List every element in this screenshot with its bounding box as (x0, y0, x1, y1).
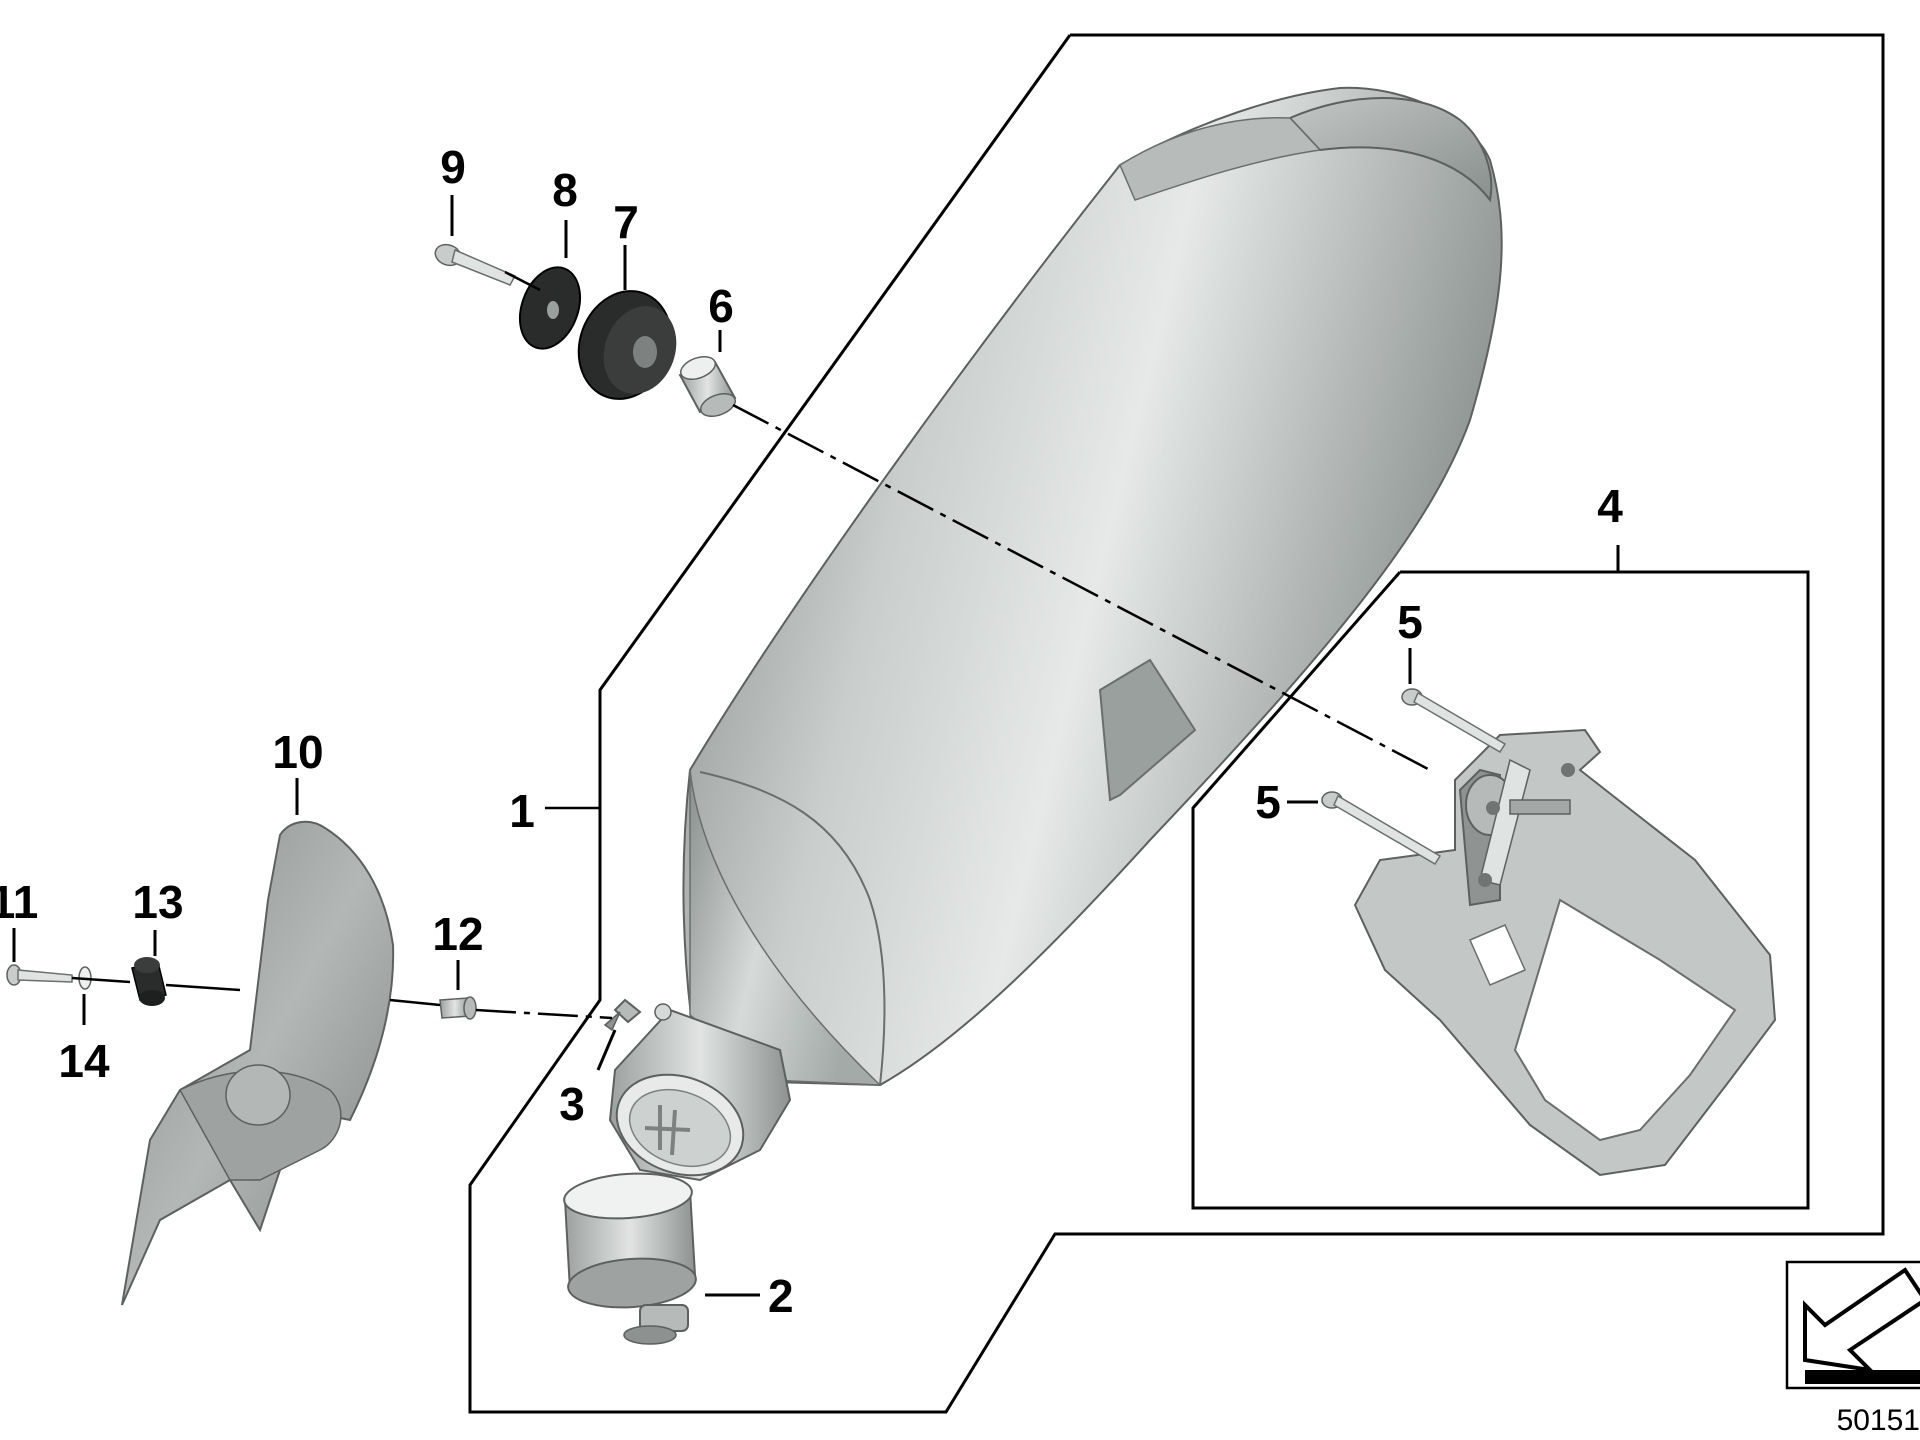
group-frame-4 (1191, 570, 1810, 1210)
callout-5b: 5 (1255, 776, 1281, 828)
callout-5a: 5 (1397, 596, 1423, 648)
group-frame-1 (468, 33, 1885, 1414)
callout-11: 11 (0, 876, 38, 928)
callout-8: 8 (552, 164, 578, 216)
callout-9: 9 (440, 141, 466, 193)
screw-icon (1287, 648, 1507, 866)
heat-shield-icon (121, 778, 395, 1306)
callout-14: 14 (58, 1035, 110, 1087)
diagram-reference-number: 50151 (1837, 1404, 1920, 1437)
callout-1: 1 (509, 785, 535, 837)
callout-labels: 1 2 3 4 5 5 6 7 8 9 10 11 12 13 14 (0, 141, 1623, 1322)
bolt-icon (434, 195, 517, 286)
spacer-icon (439, 960, 477, 1020)
bushing-icon (678, 330, 737, 417)
rubber-mount-icon (577, 245, 677, 400)
callout-12: 12 (432, 908, 483, 960)
muffler-icon (608, 86, 1503, 1182)
callout-7: 7 (613, 196, 639, 248)
callout-3: 3 (559, 1078, 585, 1130)
callout-4: 4 (1597, 480, 1623, 532)
clamp-icon (563, 1172, 760, 1345)
screw-icon (6, 928, 73, 986)
callout-10: 10 (272, 726, 323, 778)
bracket-icon (1353, 545, 1777, 1177)
callout-13: 13 (132, 876, 183, 928)
callout-6: 6 (708, 280, 734, 332)
clip-icon (596, 998, 672, 1071)
grommet-icon (131, 930, 167, 1006)
washer-icon (519, 220, 581, 350)
direction-arrow-icon (1785, 1260, 1920, 1390)
center-lines (71, 270, 1431, 1020)
washer-icon (78, 966, 92, 1025)
callout-2: 2 (768, 1270, 794, 1322)
